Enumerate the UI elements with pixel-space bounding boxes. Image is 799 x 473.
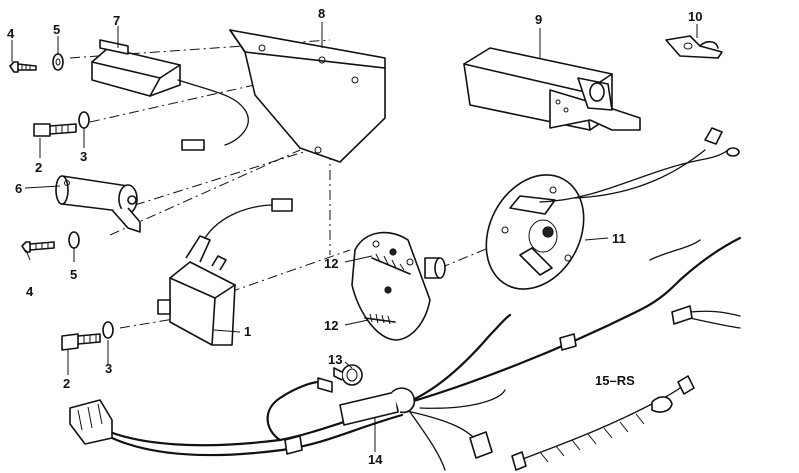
callout-2-bottom: 2 [63,376,70,391]
repair-cable [511,375,695,471]
callout-5-bottom: 5 [70,267,77,282]
callout-3-bottom: 3 [105,361,112,376]
callout-6: 6 [15,181,22,196]
callout-4-top: 4 [7,26,15,41]
callout-15-rs: 15–RS [595,373,635,388]
interference-suppressor [91,39,249,151]
callout-10: 10 [688,9,702,24]
callout-1: 1 [244,324,251,339]
control-unit [463,47,641,131]
ignition-coil [157,198,293,346]
wiring-harness [69,236,742,471]
callout-13: 13 [328,352,342,367]
callout-9: 9 [535,12,542,27]
bolt-upper [33,111,90,137]
screw-top-left [9,61,37,73]
bolt-lower [61,321,114,351]
callout-4-bottom: 4 [26,284,34,299]
callout-leaders [11,22,698,452]
callout-5-top: 5 [53,22,60,37]
washer-top-left [52,53,64,71]
capacitor [55,175,141,233]
callout-11: 11 [612,231,626,246]
callout-7: 7 [113,13,120,28]
screw-mid-left [21,231,80,253]
advance-mechanism [351,231,446,341]
hose-clamp [333,364,363,386]
cable-clip [665,35,723,59]
callout-12-upper: 12 [324,256,338,271]
callout-8: 8 [318,6,325,21]
trigger-plate [485,127,740,290]
callout-12-lower: 12 [324,318,338,333]
mounting-bracket [229,29,386,163]
callout-3-top: 3 [80,149,87,164]
callout-labels: 4 5 7 8 9 10 2 3 6 4 5 1 3 2 11 12 12 13… [7,6,702,467]
callout-14: 14 [368,452,383,467]
callout-2-top: 2 [35,160,42,175]
